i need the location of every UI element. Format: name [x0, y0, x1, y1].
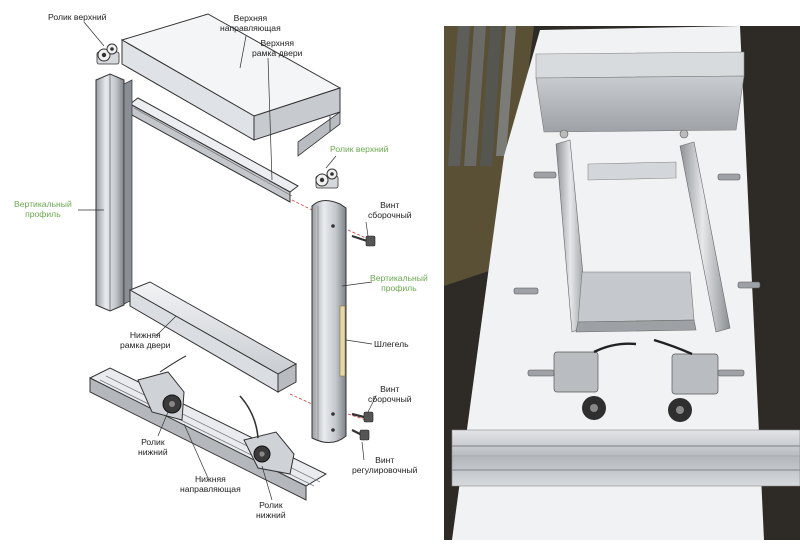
label-screw-assembly-top: Винт сборочный [368, 200, 412, 220]
label-top-guide: Верхняя направляющая [220, 13, 281, 33]
label-bottom-frame: Нижняя рамка двери [120, 330, 171, 350]
bottom-roller-right [239, 395, 295, 475]
label-screw-adjusting: Винт регулировочный [352, 455, 418, 475]
screw-assembly-bottom [351, 411, 374, 423]
label-roller-top-right: Ролик верхний [330, 144, 389, 154]
screw-adjusting [351, 429, 370, 441]
label-roller-bottom-left: Ролик нижний [138, 437, 168, 457]
photo-bottom-roller-right [653, 338, 745, 422]
vertical-profile-left [95, 73, 133, 312]
top-roller-left [96, 43, 120, 65]
photo-top-guide [535, 51, 745, 133]
photo-bottom-frame [575, 271, 697, 333]
exploded-door-diagram [78, 13, 377, 501]
bottom-door-frame [128, 281, 298, 393]
photo-bottom-roller-left [527, 342, 637, 420]
stacked-profiles [448, 26, 516, 166]
top-roller-right [315, 168, 339, 189]
screw-assembly-top [351, 234, 376, 247]
label-roller-top-left: Ролик верхний [48, 12, 107, 22]
label-vertical-profile-left: Вертикальный профиль [14, 199, 72, 219]
photo-bottom-guide [451, 429, 800, 487]
top-guide-rail [120, 13, 342, 157]
parts-photo [444, 26, 800, 540]
leader-lines [78, 21, 377, 501]
top-door-frame [129, 97, 299, 203]
photo-top-frame [587, 161, 677, 181]
label-shlegel: Шлегель [374, 339, 409, 349]
photo-vertical-profile-right [679, 129, 731, 333]
bottom-roller-left [137, 355, 187, 421]
vertical-profile-right [311, 200, 347, 443]
label-top-frame: Верхняя рамка двери [252, 38, 303, 58]
label-vertical-profile-right: Вертикальный профиль [370, 273, 428, 293]
label-roller-bottom-right: Ролик нижний [256, 500, 286, 520]
photo-screws [513, 171, 761, 295]
label-bottom-guide: Нижняя направляющая [180, 474, 241, 494]
label-screw-assembly-bottom: Винт сборочный [368, 384, 412, 404]
